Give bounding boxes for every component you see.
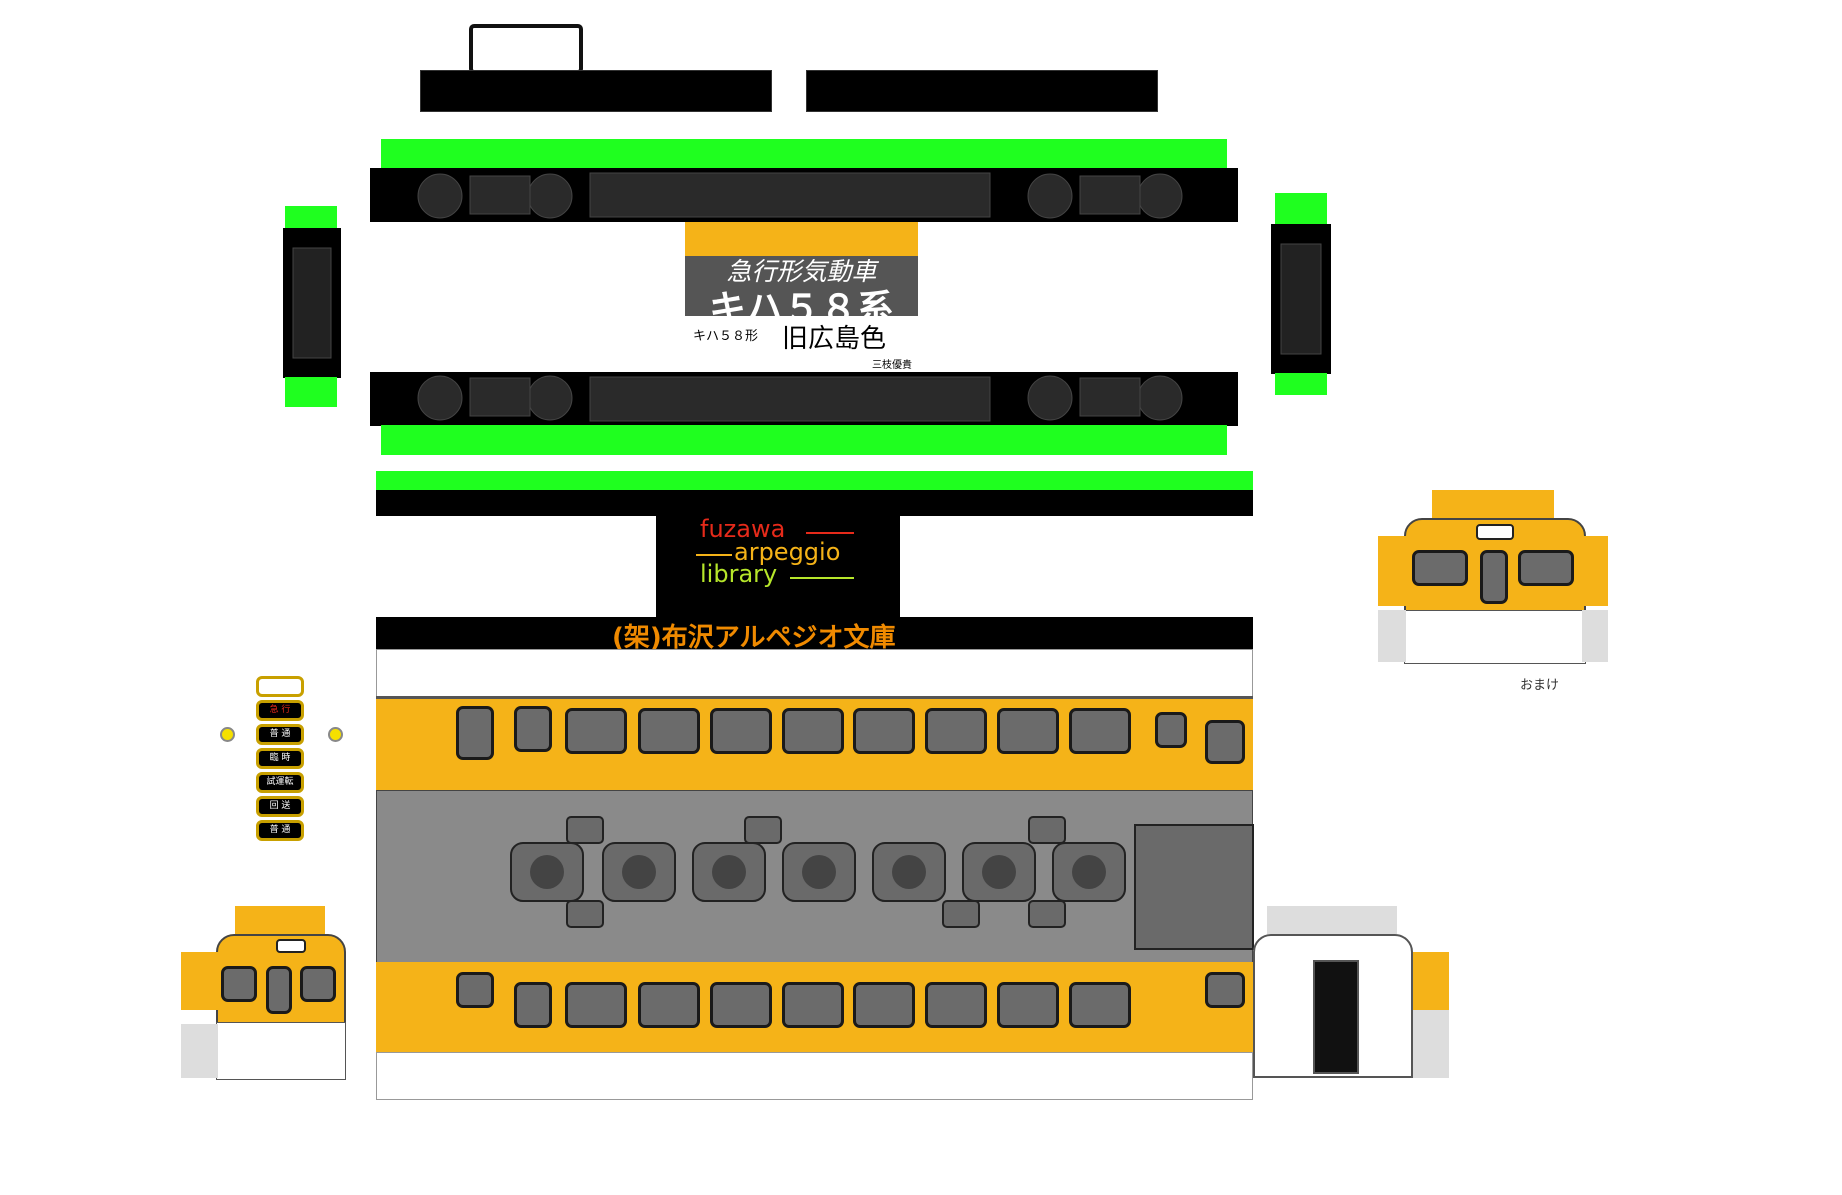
front-end-left [181, 906, 377, 1082]
window [710, 982, 772, 1028]
front-door-window [266, 966, 292, 1014]
glue-tab-top [381, 139, 1227, 169]
title-card-dark-band [685, 256, 918, 316]
destination-board [256, 676, 304, 697]
marker-lamp [220, 727, 235, 742]
roof-vents [510, 816, 1254, 950]
window [997, 708, 1059, 754]
front-roof-tab [235, 906, 325, 934]
front-window [221, 966, 257, 1002]
window [1205, 972, 1245, 1008]
window [456, 706, 494, 760]
side-top-roof [376, 649, 1253, 697]
front-window [1412, 550, 1468, 586]
destination-board: 急 行 [256, 700, 304, 721]
logo-arpeggio: arpeggio [734, 538, 841, 566]
window [782, 708, 844, 754]
truck-end-right [1271, 224, 1331, 374]
destination-board: 普 通 [256, 820, 304, 841]
floor-glue-tab [376, 471, 1253, 491]
underfloor-detail-top [417, 172, 1183, 219]
front-headlight [276, 939, 306, 953]
truck-end-detail-right [1280, 243, 1322, 355]
rear-roof-tab [1267, 906, 1397, 934]
side-bottom-skirt [376, 1052, 1253, 1100]
window [1205, 720, 1245, 764]
window [514, 982, 552, 1028]
window [565, 982, 627, 1028]
front-lower [216, 1022, 346, 1080]
front-window [300, 966, 336, 1002]
title-card-top-band [685, 222, 918, 256]
roof-strip-left [420, 70, 772, 112]
window [925, 982, 987, 1028]
logo-block: fuzawa arpeggio library [656, 514, 900, 620]
car-model-label: キハ５８形 [693, 329, 759, 344]
bonus-headlight [1476, 524, 1514, 540]
window [1069, 708, 1131, 754]
logo-fuzawa: fuzawa [700, 515, 786, 543]
glue-tab-left-bottom [285, 377, 337, 407]
window [456, 972, 494, 1008]
series-name-label: キハ５８系 [709, 287, 894, 330]
truck-end-detail-left [292, 247, 332, 359]
floor-strip [376, 490, 1253, 516]
bonus-skirt-right [1582, 610, 1608, 662]
glue-tab-right-bottom [1275, 373, 1327, 395]
destination-board: 普 通 [256, 724, 304, 745]
title-card: 急行形気動車 キハ５８系 キハ５８形 旧広島色 三枝優貴 [685, 222, 918, 372]
bonus-front [1378, 490, 1608, 666]
destination-board: 回 送 [256, 796, 304, 817]
roof-panel [376, 790, 1254, 978]
window [638, 708, 700, 754]
underfloor-detail-bottom [417, 375, 1183, 422]
window [782, 982, 844, 1028]
publisher-label: (架)布沢アルペジオ文庫 [612, 623, 896, 653]
glue-tab-right-top [1275, 193, 1327, 225]
rear-side-strip [1413, 952, 1449, 1010]
window [514, 706, 552, 752]
front-window [1518, 550, 1574, 586]
destination-board: 臨 時 [256, 748, 304, 769]
credit-label: 三枝優貴 [872, 360, 912, 371]
front-side-left [181, 952, 218, 1010]
truck-end-left [283, 228, 341, 378]
roof-top-strip [376, 617, 1253, 649]
window [1069, 982, 1131, 1028]
rear-door [1313, 960, 1359, 1074]
rear-side-skirt [1413, 1010, 1449, 1078]
logo-rule-2 [696, 554, 732, 556]
logo-rule-1 [806, 532, 854, 534]
front-door-window [1480, 550, 1508, 604]
window [925, 708, 987, 754]
destination-board: 試運転 [256, 772, 304, 793]
window [710, 708, 772, 754]
window [853, 982, 915, 1028]
rear-end-right [1253, 906, 1449, 1082]
roof-handle [469, 24, 583, 74]
window [638, 982, 700, 1028]
series-type-label: 急行形気動車 [726, 257, 877, 286]
underfloor-side-top [370, 168, 1238, 222]
logo-rule-3 [790, 577, 854, 579]
bonus-roof-tab [1432, 490, 1554, 518]
window [565, 708, 627, 754]
glue-tab-left-top [285, 206, 337, 230]
bonus-side-left [1378, 536, 1406, 606]
marker-lamp [328, 727, 343, 742]
bonus-skirt-left [1378, 610, 1406, 662]
bonus-lower [1404, 610, 1586, 664]
front-skirt [181, 1024, 218, 1078]
window [1155, 712, 1187, 748]
livery-label: 旧広島色 [782, 324, 887, 354]
bonus-label: おまけ [1520, 678, 1560, 693]
glue-tab-bottom [381, 425, 1227, 455]
window [997, 982, 1059, 1028]
logo-library: library [700, 560, 778, 588]
bonus-side-right [1580, 536, 1608, 606]
roof-strip-right [806, 70, 1158, 112]
window [853, 708, 915, 754]
underfloor-side-bottom [370, 372, 1238, 426]
